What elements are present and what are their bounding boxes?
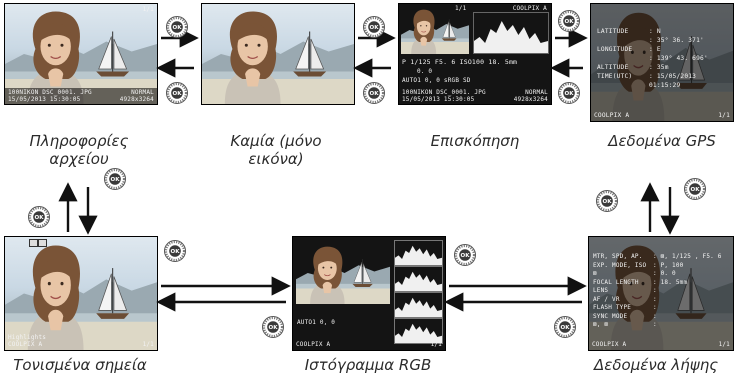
frame-counter: 1/1: [455, 5, 467, 12]
channel-icon: [29, 239, 38, 247]
label-gps-data: Δεδομένα GPS: [608, 132, 716, 150]
ok-button-icon: [164, 240, 186, 262]
camera-model: COOLPIX A: [8, 341, 43, 348]
screen-gps-data: LATITUDE : N : 35° 36. 371' LONGITUDE : E : 1…: [590, 3, 734, 122]
data-value: : 0. 0: [653, 270, 676, 277]
data-key: LENS: [593, 287, 609, 294]
data-value: : 35° 36. 371': [649, 37, 704, 44]
ok-button-icon: [28, 206, 50, 228]
histogram: [473, 12, 549, 54]
file-line1-left: 100NIKON DSC_0001. JPG: [8, 89, 92, 96]
camera-model: COOLPIX A: [512, 5, 547, 12]
data-value: : P, 100: [653, 261, 684, 269]
photo: [5, 4, 157, 104]
label-overview: Επισκόπηση: [430, 132, 520, 150]
data-key: TIME(UTC): [597, 73, 633, 80]
data-value: : 18. 5mm: [653, 278, 688, 286]
ok-button-icon: [558, 82, 580, 104]
ok-button-icon: [104, 168, 126, 190]
data-key: LONGITUDE: [597, 46, 633, 53]
data-key: EXP. MODE, ISO: [593, 261, 647, 269]
data-value: : 15/05/2013: [649, 73, 697, 80]
highlights-title: Highlights: [8, 334, 47, 341]
histogram-red: [394, 266, 443, 292]
histogram-green: [394, 292, 443, 318]
dim-overlay: [589, 237, 733, 350]
screen-highlights: Highlights COOLPIX A 1/1: [4, 236, 158, 351]
dim-overlay: [591, 4, 733, 121]
screen-image-only: [201, 3, 355, 105]
data-value: : 139° 43. 696': [649, 55, 708, 62]
file-line2-left: 15/05/2013 15:30:05: [402, 96, 475, 103]
data-key: SYNC MODE: [593, 312, 628, 320]
file-line2-left: 15/05/2013 15:30:05: [8, 96, 81, 103]
label-highlights: Τονισμένα σημεία: [13, 356, 147, 374]
data-key: FOCAL LENGTH: [593, 278, 639, 286]
overview-row2: 0. 0: [417, 68, 433, 75]
ok-button-icon: [454, 244, 476, 266]
data-key: LATITUDE: [597, 28, 629, 35]
screen-shooting-data: MTR, SPD, AP. : ⊠, 1/125 , F5. 6 EXP. MODE…: [588, 236, 734, 351]
file-line1-right: NORMAL: [131, 89, 154, 96]
ok-button-icon: [558, 10, 580, 32]
data-value: :: [653, 295, 657, 303]
label-rgb-histogram: Ιστόγραμμα RGB: [304, 356, 432, 374]
data-key: ALTITUDE: [597, 64, 629, 71]
label-shooting-data: Δεδομένα λήψης: [594, 356, 718, 374]
data-key: ⊠, ⊠: [593, 321, 609, 328]
photo: [202, 4, 354, 104]
ok-button-icon: [363, 82, 385, 104]
file-line1-left: 100NIKON DSC_0001. JPG: [402, 89, 486, 96]
label-image-only: Καμία (μόνο εικόνα): [230, 132, 322, 168]
screen-file-info: 1/1 100NIKON DSC_0001. JPG NORMAL 15/05/…: [4, 3, 158, 105]
data-key: FLASH TYPE: [593, 304, 632, 311]
frame-counter: 1/1: [142, 6, 154, 13]
data-key: ⊠: [593, 270, 597, 277]
data-key: AF / VR: [593, 295, 620, 303]
ok-button-icon: [596, 190, 618, 212]
info-bar: [5, 88, 157, 104]
highlight-icon: [38, 239, 47, 247]
overview-row1: P 1/125 F5. 6 ISO100 18. 5mm: [402, 58, 518, 66]
data-value: 01:15:29: [649, 82, 681, 89]
data-key: MTR, SPD, AP.: [593, 253, 643, 260]
camera-model: COOLPIX A: [296, 341, 331, 348]
label-file-info: Πληροφορίες αρχείου: [29, 132, 129, 168]
data-value: :: [653, 304, 657, 311]
data-value: : E: [649, 46, 661, 53]
file-line2-right: 4928x3264: [513, 96, 548, 103]
data-value: : ⊠, 1/125 , F5. 6: [653, 253, 722, 260]
screen-rgb-histogram: AUTO1 0, 0 COOLPIX A 1/1: [292, 236, 446, 351]
frame-counter: 1/1: [718, 112, 730, 119]
overview-row3: AUTO1 0, 0 sRGB SD: [402, 77, 471, 84]
ok-button-icon: [363, 16, 385, 38]
data-value: : N: [649, 28, 661, 35]
data-value: :: [653, 321, 657, 328]
frame-counter: 1/1: [718, 341, 730, 348]
data-value: :: [653, 287, 657, 294]
photo: [5, 237, 157, 350]
ok-button-icon: [684, 178, 706, 200]
data-value: : 35m: [649, 64, 669, 71]
camera-model: COOLPIX A: [592, 341, 627, 348]
ok-button-icon: [554, 316, 576, 338]
frame-counter: 1/1: [430, 341, 442, 348]
data-value: :: [653, 312, 657, 320]
ok-button-icon: [166, 16, 188, 38]
histogram-blue: [394, 318, 443, 344]
screen-overview: 1/1 COOLPIX A P 1/125 F5. 6 ISO100 18. 5…: [398, 3, 552, 105]
frame-counter: 1/1: [142, 341, 154, 348]
ok-button-icon: [262, 316, 284, 338]
file-line2-right: 4928x3264: [119, 96, 154, 103]
camera-model: COOLPIX A: [594, 112, 630, 119]
white-balance-row: AUTO1 0, 0: [297, 319, 336, 326]
histogram-rgb: [394, 240, 443, 266]
ok-button-icon: [166, 82, 188, 104]
file-line1-right: NORMAL: [525, 89, 548, 96]
